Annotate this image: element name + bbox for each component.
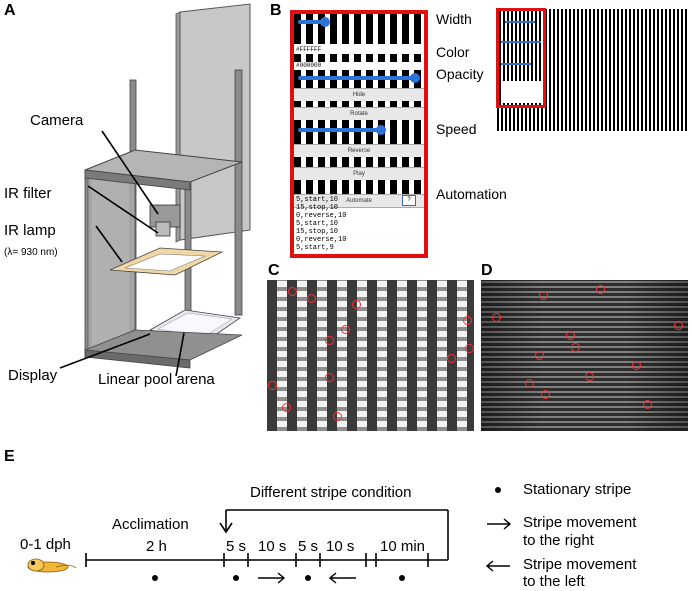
- legend-left-line2: to the left: [523, 573, 585, 590]
- width-slider[interactable]: [298, 17, 330, 27]
- segment-10s-b: 10 s: [326, 538, 355, 555]
- width-slider-knob[interactable]: [320, 17, 330, 27]
- larva-marker: [539, 291, 548, 300]
- larva-marker: [585, 372, 594, 381]
- panel-label-d: D: [481, 262, 493, 279]
- legend-left-line1: Stripe movement: [523, 556, 637, 573]
- segment-2h: 2 h: [146, 538, 167, 555]
- ui-thumbnail: [496, 8, 546, 108]
- acclimation-label: Acclimation: [112, 516, 189, 533]
- camera-image-stationary-stripes: [267, 280, 474, 431]
- larva-marker: [325, 373, 334, 382]
- segment-5s-b: 5 s: [298, 538, 319, 555]
- segment-10min: 10 min: [380, 538, 426, 555]
- larva-marker: [596, 285, 605, 294]
- larva-marker: [571, 343, 580, 352]
- larva-marker: [352, 300, 361, 309]
- arena-label: Linear pool arena: [98, 371, 215, 388]
- camera-label: Camera: [30, 112, 84, 129]
- age-label: 0-1 dph: [20, 536, 71, 553]
- wavelength-label: (λ= 930 nm): [4, 247, 58, 258]
- larva-marker: [674, 321, 683, 330]
- color-label: Color: [436, 44, 470, 60]
- opacity-slider[interactable]: [298, 73, 420, 83]
- larva-marker: [492, 313, 501, 322]
- stripe-preview: [294, 180, 424, 194]
- opacity-slider-knob[interactable]: [410, 73, 420, 83]
- stripe-preview: [294, 14, 424, 44]
- automation-label: Automation: [436, 186, 507, 202]
- larva-marker: [535, 351, 544, 360]
- speed-slider[interactable]: [298, 125, 386, 135]
- larva-marker: [465, 344, 474, 353]
- larva-marker: [282, 403, 291, 412]
- color2-field[interactable]: #000000: [296, 62, 322, 69]
- stripe-preview: [294, 101, 424, 107]
- legend-stationary: Stationary stripe: [523, 481, 632, 498]
- automation-log[interactable]: 5,start,10 15,stop,10 0,reverse,10 5,sta…: [296, 196, 347, 252]
- larva-marker: [307, 294, 316, 303]
- color1-field[interactable]: #FFFFFF: [296, 46, 322, 53]
- legend-right-line2: to the right: [523, 532, 594, 549]
- display-label: Display: [8, 367, 58, 384]
- larva-marker: [566, 331, 575, 340]
- larva-marker: [325, 336, 334, 345]
- panel-label-a: A: [4, 2, 16, 19]
- panel-label-c: C: [268, 262, 280, 279]
- larva-marker: [541, 390, 550, 399]
- larva-marker: [288, 287, 297, 296]
- larva-marker: [525, 379, 534, 388]
- width-label: Width: [436, 11, 472, 27]
- larva-marker: [341, 325, 350, 334]
- automate-button[interactable]: Automate: [294, 194, 424, 208]
- segment-10s-a: 10 s: [258, 538, 287, 555]
- larva-marker: [643, 400, 652, 409]
- larva-marker: [447, 354, 456, 363]
- stripe-preview: [294, 157, 424, 167]
- camera-image-moving-stripes: [481, 280, 688, 431]
- panel-label-b: B: [270, 2, 282, 19]
- larva-marker: [333, 412, 342, 421]
- help-button[interactable]: ?: [402, 195, 416, 206]
- panel-label-e: E: [4, 448, 15, 465]
- speed-label: Speed: [436, 121, 477, 137]
- opacity-label: Opacity: [436, 66, 484, 82]
- speed-slider-knob[interactable]: [376, 125, 386, 135]
- stripe-preview: [294, 120, 424, 144]
- legend-right-line1: Stripe movement: [523, 514, 637, 531]
- stimulus-control-ui: #FFFFFF #000000 Hide Rotate Reverse Play…: [290, 10, 428, 258]
- segment-5s-a: 5 s: [226, 538, 247, 555]
- different-condition-label: Different stripe condition: [250, 484, 412, 501]
- larva-marker: [268, 381, 277, 390]
- larva-marker: [463, 316, 472, 325]
- stripe-preview: [294, 54, 424, 62]
- ir-filter-label: IR filter: [4, 185, 52, 202]
- larva-marker: [632, 361, 641, 370]
- ir-lamp-label: IR lamp: [4, 222, 56, 239]
